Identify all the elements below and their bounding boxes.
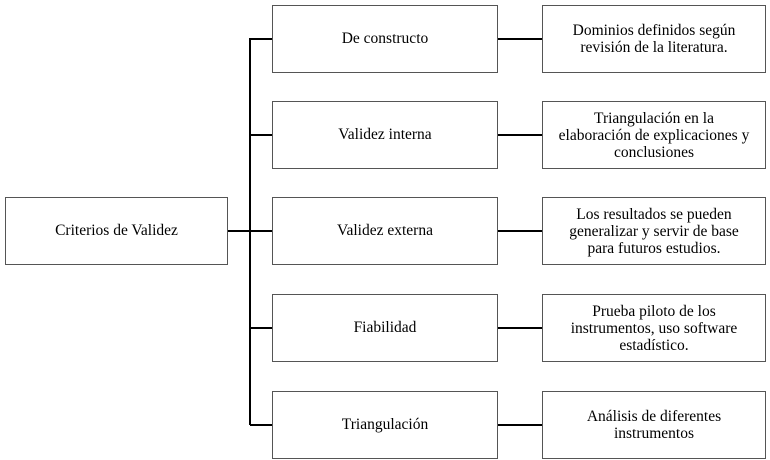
description-text: Análisis de diferentes instrumentos [586, 408, 722, 442]
description-node-validez-externa: Los resultados se pueden generalizar y s… [542, 197, 766, 265]
criterion-label: Validez externa [337, 222, 433, 239]
description-text: Los resultados se pueden generalizar y s… [569, 205, 739, 257]
description-text: Dominios definidos según revisión de la … [572, 22, 736, 56]
criterion-node-constructo: De constructo [272, 5, 498, 73]
description-node-triangulacion: Análisis de diferentes instrumentos [542, 391, 766, 459]
criterion-label: De constructo [341, 30, 429, 47]
criterion-label: Fiabilidad [353, 319, 417, 336]
description-text: Triangulación en la elaboración de expli… [558, 109, 750, 161]
criterion-node-fiabilidad: Fiabilidad [272, 294, 498, 362]
description-node-fiabilidad: Prueba piloto de los instrumentos, uso s… [542, 294, 766, 362]
root-label: Criterios de Validez [55, 222, 178, 239]
description-node-validez-interna: Triangulación en la elaboración de expli… [542, 101, 766, 169]
root-node: Criterios de Validez [5, 197, 228, 265]
criterion-label: Validez interna [338, 126, 432, 143]
description-text: Prueba piloto de los instrumentos, uso s… [570, 302, 738, 354]
criterion-label: Triangulación [341, 416, 429, 433]
description-node-constructo: Dominios definidos según revisión de la … [542, 5, 766, 73]
criterion-node-triangulacion: Triangulación [272, 391, 498, 459]
criterion-node-validez-interna: Validez interna [272, 101, 498, 169]
criterion-node-validez-externa: Validez externa [272, 197, 498, 265]
